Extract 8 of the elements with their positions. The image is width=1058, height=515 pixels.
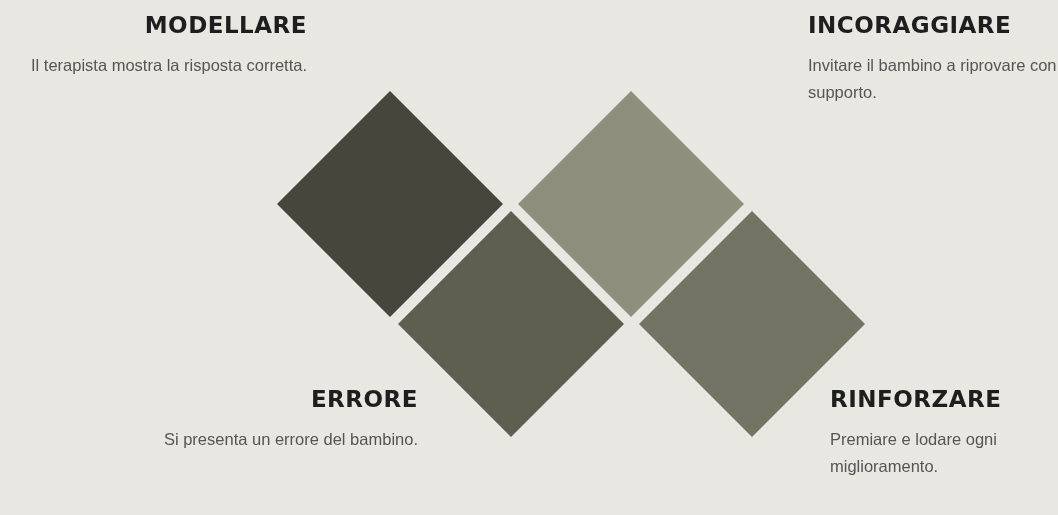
step-description: Invitare il bambino a riprovare con supporto. (808, 55, 1058, 103)
step-heading: MODELLARE (144, 12, 307, 38)
step-description: Il terapista mostra la risposta corretta. (30, 55, 307, 76)
step-heading: INCORAGGIARE (808, 12, 1012, 38)
step-description: Si presenta un errore del bambino. (163, 429, 418, 450)
step-heading: RINFORZARE (830, 386, 1002, 412)
step-heading: ERRORE (310, 386, 418, 412)
step-description: Premiare e lodare ogni miglioramento. (830, 429, 998, 477)
